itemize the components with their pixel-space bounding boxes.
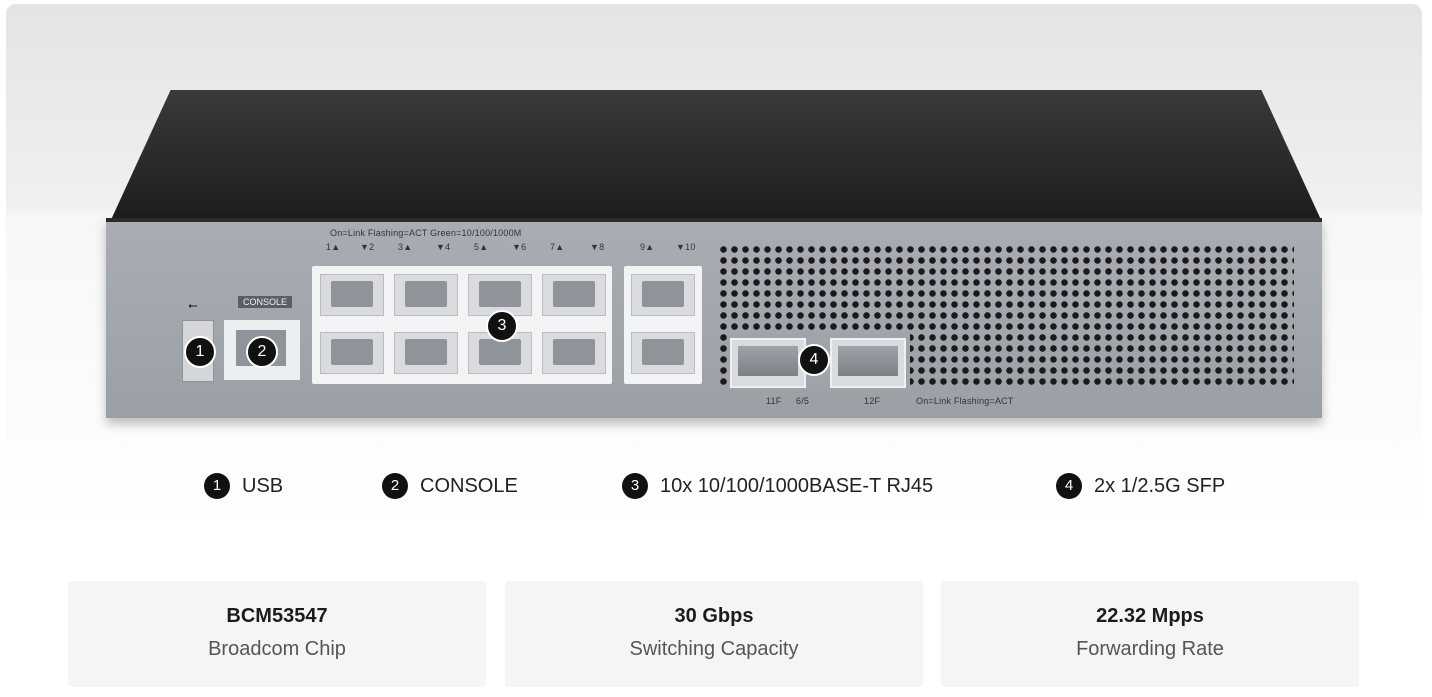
sfp-label: 11F bbox=[766, 396, 782, 406]
legend-number: 4 bbox=[1056, 473, 1082, 499]
port-label: ▼10 bbox=[676, 242, 696, 252]
callout-marker: 3 bbox=[486, 310, 518, 342]
port-label: 9▲ bbox=[640, 242, 655, 252]
spec-label: Forwarding Rate bbox=[1076, 638, 1224, 660]
rj45-port bbox=[320, 332, 384, 374]
rj45-port bbox=[468, 332, 532, 374]
led-legend-sfp: On=Link Flashing=ACT bbox=[916, 396, 1014, 406]
rj45-port bbox=[542, 274, 606, 316]
port-label: ▼8 bbox=[590, 242, 605, 252]
legend-item-sfp: 4 2x 1/2.5G SFP bbox=[1056, 471, 1225, 501]
sfp-port bbox=[830, 338, 906, 388]
spec-label: Switching Capacity bbox=[629, 638, 799, 660]
port-label: 3▲ bbox=[398, 242, 413, 252]
legend-label: CONSOLE bbox=[420, 474, 518, 497]
legend-number: 2 bbox=[382, 473, 408, 499]
port-label: ▼2 bbox=[360, 242, 375, 252]
legend-item-console: 2 CONSOLE bbox=[382, 471, 518, 501]
port-label: 5▲ bbox=[474, 242, 489, 252]
legend-label: 10x 10/100/1000BASE-T RJ45 bbox=[660, 474, 934, 497]
callout-marker: 4 bbox=[798, 344, 830, 376]
rj45-port bbox=[631, 332, 695, 374]
callout-marker: 2 bbox=[246, 336, 278, 368]
rj45-port bbox=[542, 332, 606, 374]
rj45-port bbox=[394, 274, 458, 316]
sfp-label: 6/5 bbox=[796, 396, 810, 406]
spec-label: Broadcom Chip bbox=[208, 638, 346, 660]
usb-icon: ⭠ bbox=[188, 298, 198, 312]
port-label: 1▲ bbox=[326, 242, 341, 252]
spec-value: 22.32 Mpps bbox=[1096, 605, 1204, 627]
legend-item-rj45: 3 10x 10/100/1000BASE-T RJ45 bbox=[622, 471, 933, 501]
port-label: 7▲ bbox=[550, 242, 565, 252]
legend-number: 1 bbox=[204, 473, 230, 499]
rj45-port bbox=[320, 274, 384, 316]
spec-value: BCM53547 bbox=[226, 605, 328, 627]
port-label: ▼6 bbox=[512, 242, 527, 252]
rj45-port bbox=[631, 274, 695, 316]
port-label: ▼4 bbox=[436, 242, 451, 252]
legend-label: USB bbox=[242, 474, 284, 497]
rj45-port bbox=[394, 332, 458, 374]
rj45-port-group bbox=[624, 266, 702, 384]
spec-card-forwarding-rate: 22.32 Mpps Forwarding Rate bbox=[941, 581, 1359, 687]
callout-marker: 1 bbox=[184, 336, 216, 368]
spec-card-switching-capacity: 30 Gbps Switching Capacity bbox=[505, 581, 923, 687]
rj45-port-group bbox=[312, 266, 612, 384]
chassis-top bbox=[110, 90, 1322, 222]
product-hero: On=Link Flashing=ACT Green=10/100/1000M … bbox=[6, 4, 1422, 537]
spec-value: 30 Gbps bbox=[674, 605, 754, 627]
led-legend-top: On=Link Flashing=ACT Green=10/100/1000M bbox=[330, 228, 522, 238]
console-tag: CONSOLE bbox=[238, 296, 293, 308]
legend-label: 2x 1/2.5G SFP bbox=[1094, 474, 1226, 497]
legend-item-usb: 1 USB bbox=[204, 471, 283, 501]
spec-card-chip: BCM53547 Broadcom Chip bbox=[68, 581, 486, 687]
sfp-label: 12F bbox=[864, 396, 881, 406]
sfp-port bbox=[730, 338, 806, 388]
legend-number: 3 bbox=[622, 473, 648, 499]
switch-front-panel-image: On=Link Flashing=ACT Green=10/100/1000M … bbox=[6, 4, 1422, 537]
